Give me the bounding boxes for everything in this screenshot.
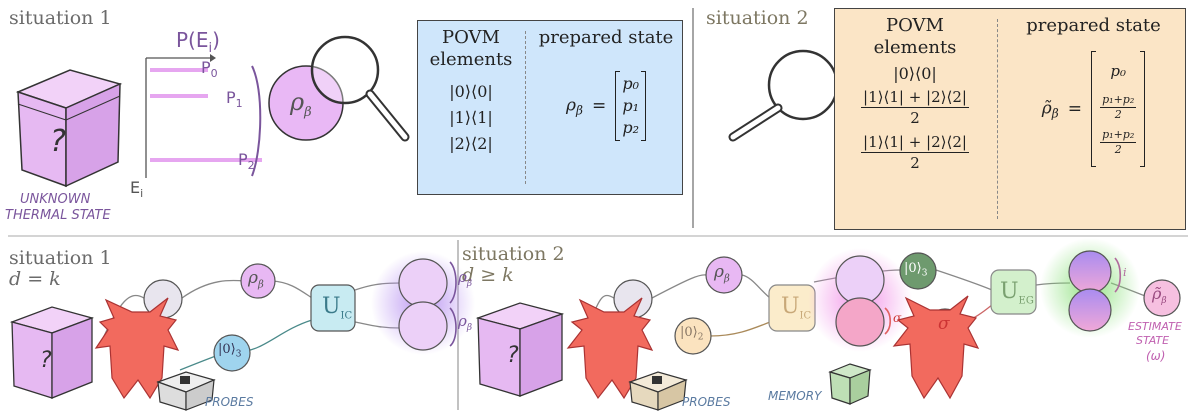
prepared-state-eq-1: ρβ = p₀ p₁ p₂ bbox=[528, 71, 684, 141]
output-circle-bottom-2 bbox=[835, 297, 885, 347]
brace-i-label: i bbox=[1123, 266, 1127, 279]
prepared-column-1: prepared state ρβ = p₀ p₁ p₂ bbox=[528, 21, 684, 194]
thermal-box-bottom-2 bbox=[475, 302, 565, 397]
brace-rho-label-1: ρβ bbox=[458, 268, 473, 289]
situation-2-label-top: situation 2 bbox=[706, 7, 809, 29]
box-caption-line-2: THERMAL STATE bbox=[5, 208, 111, 223]
prepared-header-2: prepared state bbox=[1026, 15, 1161, 36]
memory-label: MEMORY bbox=[768, 389, 822, 403]
magnifier-icon bbox=[310, 35, 410, 142]
povm-element-1: |1⟩⟨1| bbox=[449, 108, 493, 127]
output-circle-bottom-3 bbox=[1068, 288, 1112, 332]
povm-element-0: |0⟩⟨0| bbox=[449, 82, 493, 101]
box-caption-line-1: UNKNOWN bbox=[20, 192, 91, 207]
estimate-state-circle bbox=[1143, 279, 1181, 317]
estimate-label-1: ESTIMATE bbox=[1128, 320, 1182, 333]
situation-1-label-bottom: situation 1 bbox=[9, 247, 112, 269]
box-question-mark: ? bbox=[50, 124, 66, 159]
probes-box-1 bbox=[156, 371, 216, 411]
output-circle-top-3 bbox=[1068, 250, 1112, 294]
rho-beta-small-2 bbox=[705, 256, 743, 294]
probes-box-2 bbox=[628, 371, 688, 411]
estimate-label-3: (ω) bbox=[1146, 349, 1166, 363]
level-label-0: P0 bbox=[201, 58, 218, 81]
devil-icon-3 bbox=[892, 295, 980, 400]
rho-mark-2: ρβ bbox=[714, 262, 730, 285]
probe-state-label-2: |0⟩2 bbox=[680, 325, 704, 343]
condition-1: d = k bbox=[9, 268, 61, 290]
energy-level-diagram bbox=[145, 54, 262, 178]
unitary-ic-label-1: UIC bbox=[322, 294, 353, 322]
probe-state-label-3: |0⟩3 bbox=[904, 261, 928, 279]
vector-entry-1: p₁ bbox=[622, 96, 640, 115]
box-question-mark-2: ? bbox=[40, 348, 52, 373]
unitary-eg-label: UEG bbox=[1000, 279, 1034, 307]
situation-2-label-bottom: situation 2 bbox=[462, 243, 565, 265]
unitary-ic-label-2: UIC bbox=[781, 294, 812, 322]
povm-element-2: |2⟩⟨2| bbox=[449, 134, 493, 153]
situation-1-label-top: situation 1 bbox=[9, 7, 112, 29]
box-question-mark-3: ? bbox=[507, 343, 519, 368]
brace-sigma bbox=[884, 307, 892, 335]
output-circle-top-1 bbox=[398, 258, 448, 308]
vector-entry-0: p₀ bbox=[622, 74, 640, 93]
probes-label-2: PROBES bbox=[682, 395, 731, 409]
level-label-1: P1 bbox=[226, 88, 243, 111]
povm2-element-1: |1⟩⟨1| + |2⟩⟨2|2 bbox=[861, 88, 969, 127]
rho-mark-1: ρβ bbox=[248, 268, 264, 291]
level-label-2: P2 bbox=[238, 150, 255, 173]
prob-label: P(Ei) bbox=[176, 28, 220, 56]
magnifier-icon-2 bbox=[728, 49, 839, 142]
memory-box bbox=[828, 363, 872, 405]
output-circle-top-2 bbox=[835, 255, 885, 305]
prepared-header-1: prepared state bbox=[538, 27, 674, 48]
probe-state-circle-2 bbox=[674, 317, 712, 355]
povm2-element-2: |1⟩⟨1| + |2⟩⟨2|2 bbox=[861, 133, 969, 172]
brace-rho-label-2: ρβ bbox=[458, 312, 473, 333]
povm2-element-0: |0⟩⟨0| bbox=[893, 64, 937, 83]
thermal-box-bottom-1 bbox=[9, 306, 95, 399]
probe-state-label-1: |0⟩3 bbox=[218, 342, 242, 360]
sigma-brace-label: σ bbox=[893, 311, 902, 325]
prepared-vector-1: p₀ p₁ p₂ bbox=[615, 71, 647, 141]
unknown-thermal-state-box bbox=[15, 69, 123, 188]
brace-3 bbox=[1114, 257, 1122, 293]
vector-entry-2: p₂ bbox=[622, 118, 640, 137]
rho-beta-symbol: ρβ bbox=[290, 88, 312, 120]
unitary-ic-box-1 bbox=[310, 284, 356, 332]
condition-2: d ≥ k bbox=[462, 264, 514, 286]
table-2-dash bbox=[997, 19, 998, 219]
estimate-label-2: STATE bbox=[1136, 334, 1170, 347]
probe-state-circle-1 bbox=[213, 334, 251, 372]
rho-tilde-label: ρ̃β bbox=[1152, 284, 1167, 307]
devil-icon-1 bbox=[94, 297, 180, 400]
probe-state-circle-3 bbox=[899, 252, 937, 290]
energy-label: Ei bbox=[130, 178, 144, 201]
brace-bottom-1 bbox=[449, 307, 457, 347]
brace-top-1 bbox=[449, 261, 457, 304]
table-1-dash bbox=[525, 31, 526, 184]
probes-label-1: PROBES bbox=[205, 395, 254, 409]
vector2-entry-0: p₀ bbox=[1110, 62, 1126, 80]
rho-beta-small bbox=[240, 263, 276, 299]
unitary-eg-box bbox=[990, 269, 1037, 315]
sigma-label: σ bbox=[938, 314, 950, 334]
output-circle-bottom-1 bbox=[398, 301, 448, 351]
